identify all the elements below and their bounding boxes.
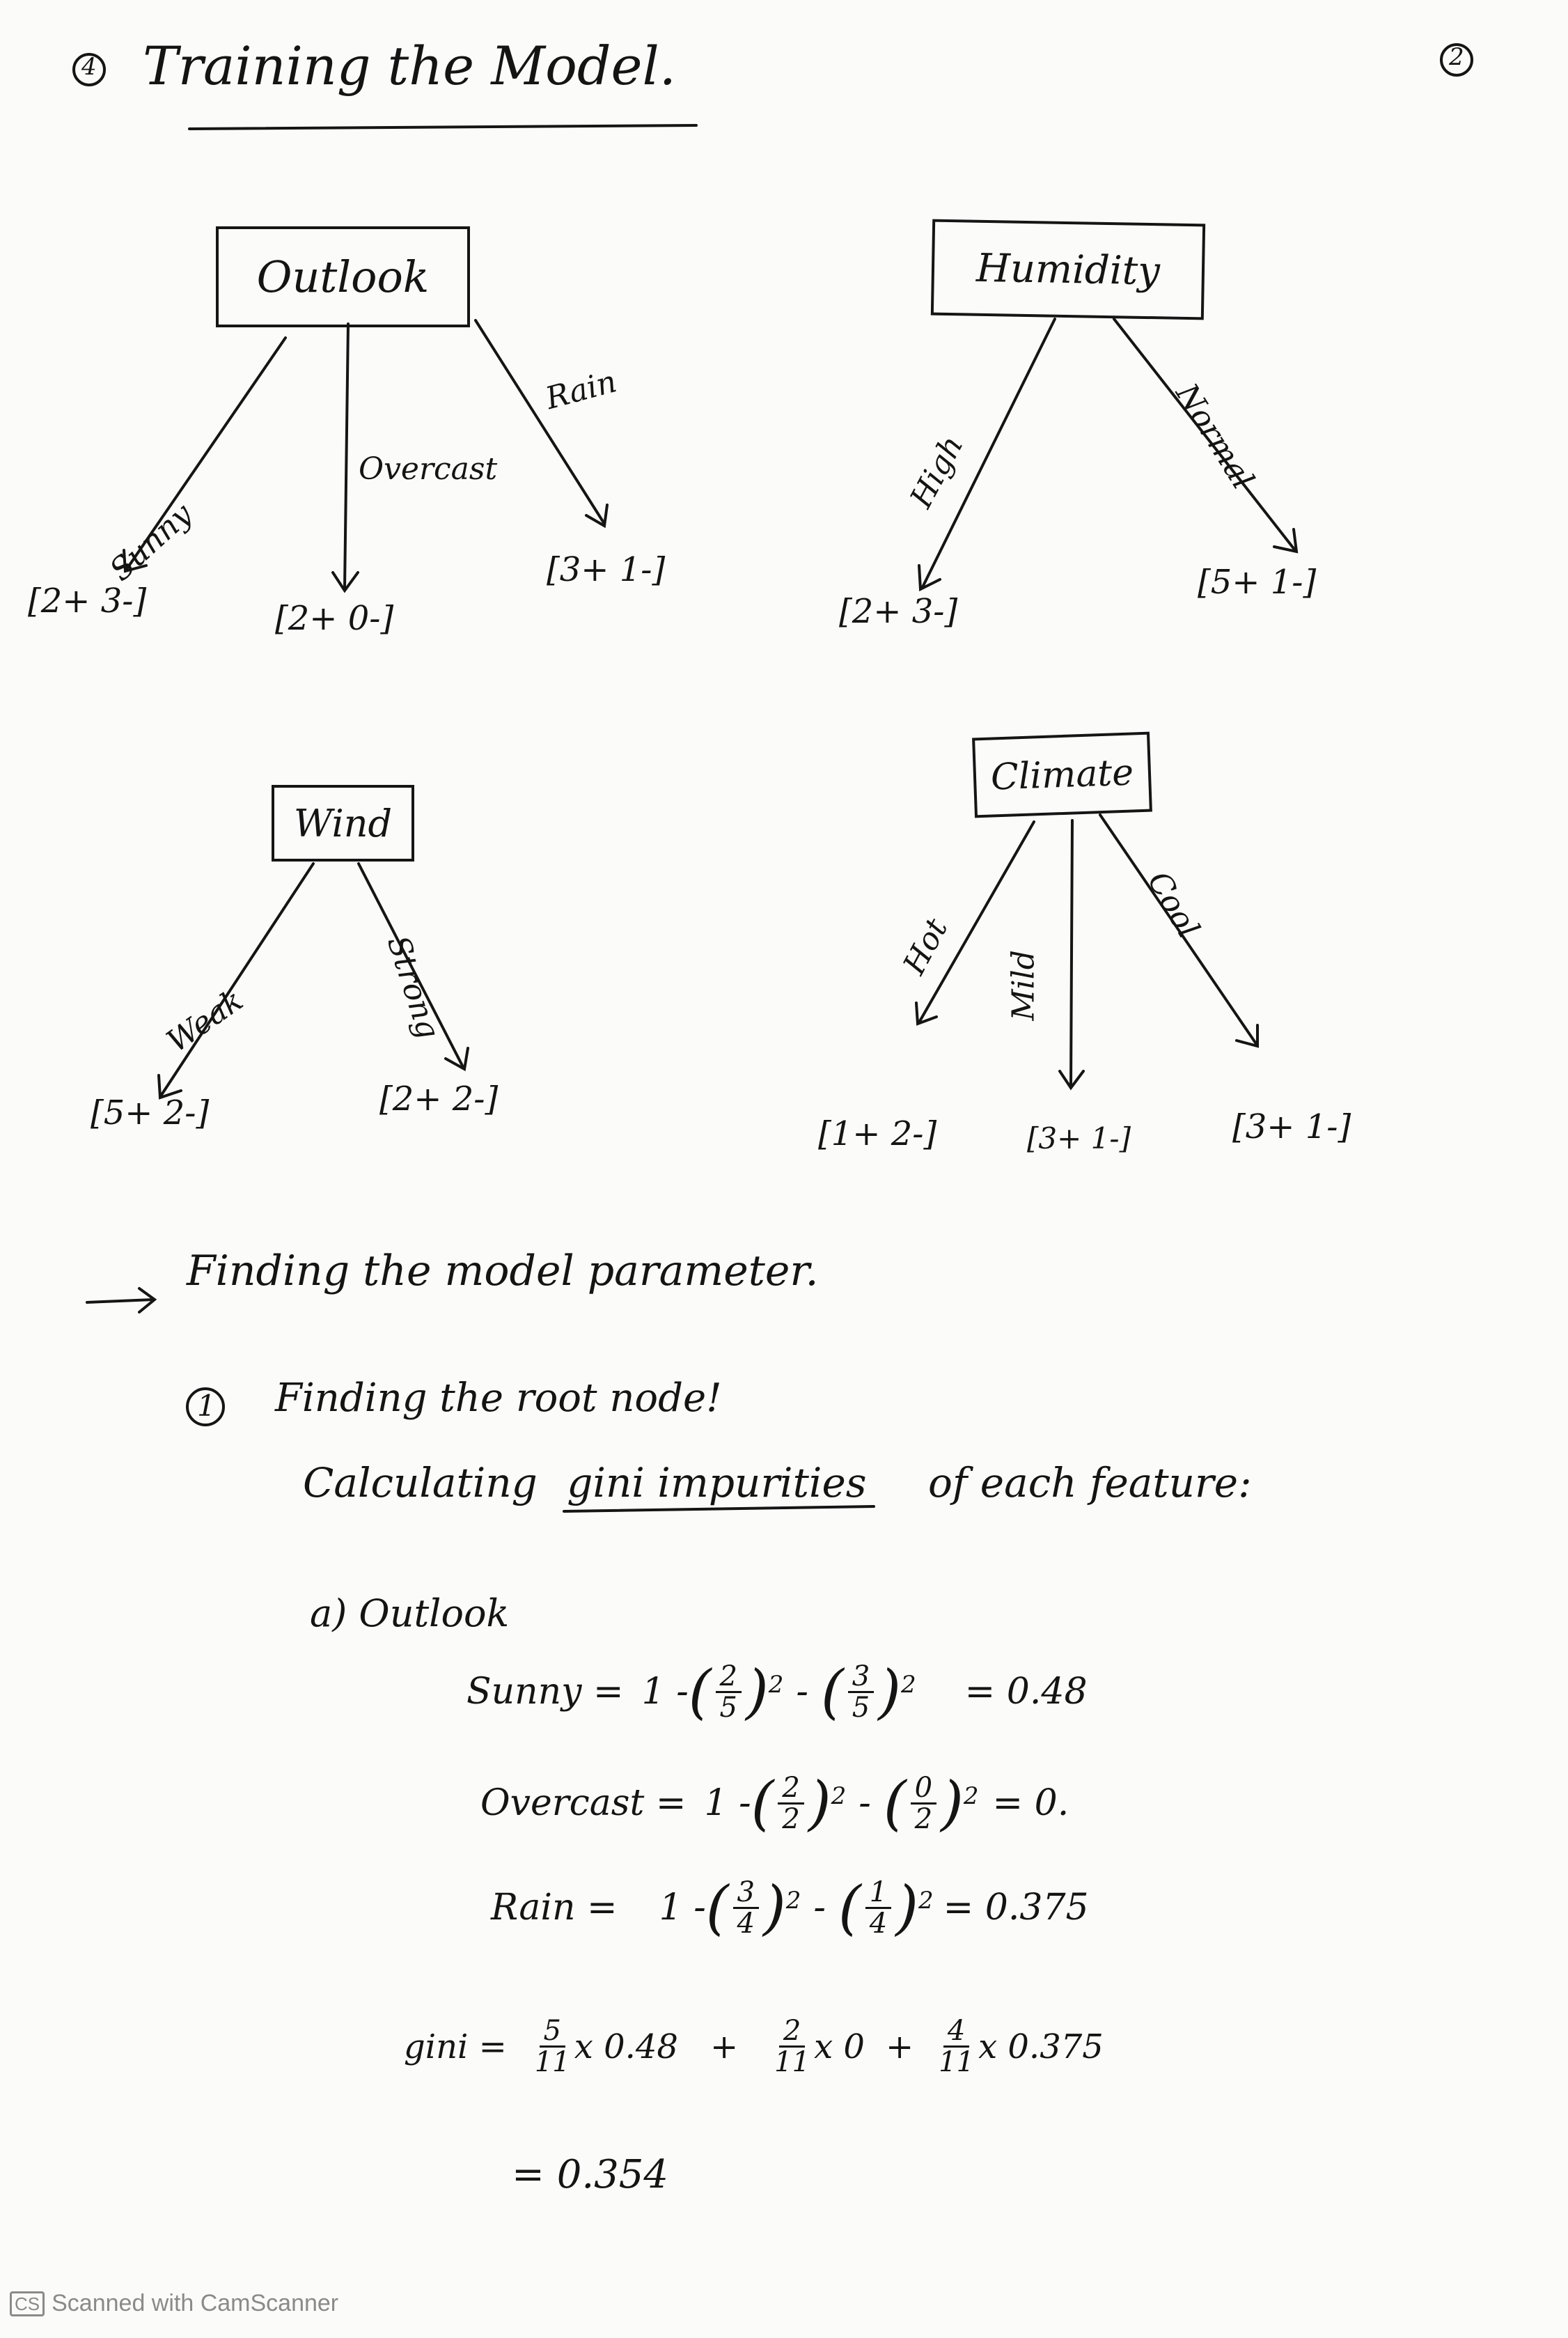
edge-humidity-normal xyxy=(1113,318,1296,552)
wind-node: Wind xyxy=(272,785,414,862)
leaf-humidity-normal: [5+ 1-] xyxy=(1198,563,1317,602)
sunny-label: Sunny = xyxy=(467,1671,624,1713)
outlook-subheading: a) Outlook xyxy=(310,1591,510,1635)
camscanner-logo: CS xyxy=(10,2291,45,2316)
leaf-outlook-rain: [3+ 1-] xyxy=(547,550,666,589)
overcast-label: Overcast = xyxy=(480,1782,687,1824)
sunny-one: 1 - xyxy=(641,1671,689,1713)
leaf-outlook-overcast: [2+ 0-] xyxy=(275,599,394,638)
leaf-wind-weak: [5+ 2-] xyxy=(91,1093,210,1132)
climate-node: Climate xyxy=(972,731,1152,818)
edge-climate-mild xyxy=(1069,819,1074,1088)
edge-label-mild: Mild xyxy=(1005,950,1042,1021)
arrow-outlook-overcast xyxy=(331,571,359,593)
page-number-circle xyxy=(1440,43,1473,77)
outlook-node-label: Outlook xyxy=(256,251,430,302)
rain-one: 1 - xyxy=(659,1887,706,1928)
edge-humidity-high xyxy=(921,318,1056,589)
gini-term-rain: x 0.375 xyxy=(978,2027,1104,2066)
leaf-outlook-sunny: [2+ 3-] xyxy=(28,582,147,621)
gini-label: gini = xyxy=(404,2027,507,2066)
heading-arrow-shaft xyxy=(86,1298,155,1304)
arrow-outlook-sunny xyxy=(123,549,148,573)
calc-term: gini impurities xyxy=(567,1459,867,1506)
arrow-wind-weak xyxy=(157,1074,182,1100)
wind-node-label: Wind xyxy=(293,801,393,845)
arrow-wind-strong xyxy=(444,1047,469,1072)
edge-outlook-sunny xyxy=(124,336,287,572)
calc-suffix: of each feature: xyxy=(927,1459,1252,1506)
leaf-climate-cool: [3+ 1-] xyxy=(1232,1107,1351,1146)
step-number-circle xyxy=(186,1387,225,1426)
overcast-result: = 0. xyxy=(992,1782,1069,1824)
watermark-text: Scanned with CamScanner xyxy=(52,2290,339,2316)
overcast-minus: - xyxy=(859,1782,871,1824)
rain-result: = 0.375 xyxy=(943,1887,1089,1928)
humidity-node: Humidity xyxy=(930,219,1206,320)
arrow-humidity-normal xyxy=(1273,528,1299,554)
step-number: 1 xyxy=(197,1389,216,1423)
edge-outlook-rain xyxy=(474,319,606,525)
gini-term-sunny: x 0.48 xyxy=(574,2027,678,2066)
sunny-minus: - xyxy=(796,1671,808,1713)
rain-minus: - xyxy=(813,1887,826,1928)
edge-wind-weak xyxy=(159,862,315,1098)
arrow-climate-mild xyxy=(1058,1070,1085,1091)
humidity-node-label: Humidity xyxy=(975,245,1161,294)
climate-node-label: Climate xyxy=(989,751,1135,799)
calc-prefix: Calculating xyxy=(303,1459,538,1506)
arrow-climate-hot xyxy=(915,1002,938,1026)
gini-plus-1: + xyxy=(709,2027,739,2066)
edge-climate-cool xyxy=(1099,813,1258,1046)
arrow-outlook-rain xyxy=(585,504,609,529)
leaf-humidity-high: [2+ 3-] xyxy=(839,592,958,631)
parameters-heading: Finding the model parameter. xyxy=(187,1247,819,1295)
gini-impurities-underline xyxy=(563,1505,875,1513)
page-title: Training the Model. xyxy=(143,35,676,97)
section-mark-circle xyxy=(72,53,106,86)
arrow-humidity-high xyxy=(918,564,941,592)
edge-climate-hot xyxy=(918,820,1035,1024)
outlook-node: Outlook xyxy=(216,226,470,327)
section-mark: 4 xyxy=(81,53,97,81)
sunny-result: = 0.48 xyxy=(964,1671,1088,1713)
overcast-one: 1 - xyxy=(704,1782,751,1824)
title-underline xyxy=(188,124,698,130)
leaf-wind-strong: [2+ 2-] xyxy=(379,1080,499,1119)
page-number: 2 xyxy=(1449,43,1464,71)
heading-arrow-head xyxy=(138,1287,157,1314)
gini-calc-line: Calculating gini impurities of each feat… xyxy=(303,1459,1252,1506)
root-node-step: Finding the root node! xyxy=(275,1375,722,1421)
rain-label: Rain = xyxy=(491,1887,618,1928)
edge-outlook-overcast xyxy=(343,322,350,590)
gini-term-overcast: x 0 xyxy=(814,2027,865,2066)
leaf-climate-hot: [1+ 2-] xyxy=(818,1114,937,1153)
edge-label-overcast: Overcast xyxy=(359,451,498,487)
gini-plus-2: + xyxy=(885,2027,914,2066)
scanner-watermark: CS Scanned with CamScanner xyxy=(10,2290,338,2317)
edge-wind-strong xyxy=(357,862,464,1068)
leaf-climate-mild: [3+ 1-] xyxy=(1027,1121,1131,1155)
gini-result: = 0.354 xyxy=(512,2152,669,2197)
arrow-climate-cool xyxy=(1235,1024,1259,1048)
